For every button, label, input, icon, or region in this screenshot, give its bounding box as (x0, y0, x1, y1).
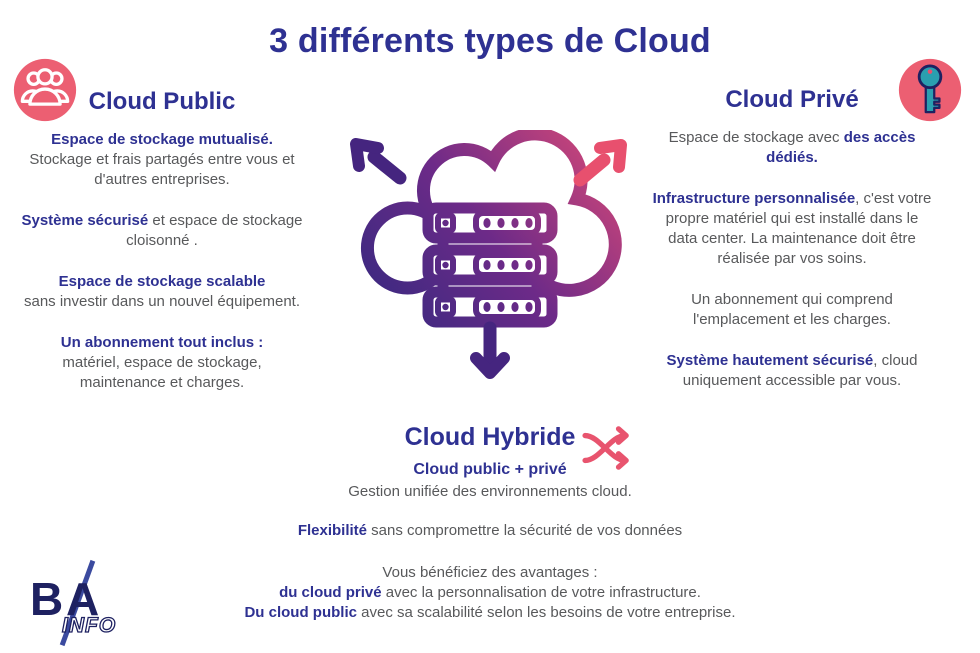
prive-p4-bold: Système hautement sécurisé (666, 352, 874, 369)
key-icon (897, 57, 963, 123)
logo-info-text: INFO (61, 613, 117, 637)
prive-p3-text: Un abonnement qui comprend l'emplacement… (691, 291, 893, 328)
section-cloud-public: Cloud Public Espace de stockage mutualis… (20, 88, 304, 414)
shuffle-arrows-icon (582, 426, 634, 470)
people-icon (12, 57, 78, 123)
avantages-l2-bold: Du cloud public (244, 604, 357, 621)
section-cloud-prive: Cloud Privé Espace de stockage avec des … (650, 86, 934, 412)
public-p4-text: matériel, espace de stockage, maintenanc… (62, 354, 262, 391)
logo-letter-a: A (66, 573, 100, 625)
cloud-servers-with-arrows-icon (340, 127, 640, 390)
hybride-flex-bold: Flexibilité (297, 522, 367, 539)
ba-info-logo: B A INFO (28, 556, 138, 651)
hybride-sub-text: Gestion unifiée des environnements cloud… (348, 483, 632, 500)
avantages-line-public: Du cloud public avec sa scalabilité selo… (0, 603, 980, 623)
public-p2-bold: Système sécurisé (21, 212, 149, 229)
hybride-flexibility-line: Flexibilité sans compromettre la sécurit… (0, 522, 980, 539)
public-paragraph-2: Système sécurisé et espace de stockage c… (20, 211, 304, 251)
cloud-public-heading: Cloud Public (88, 88, 236, 115)
avantages-l1-text: avec la personnalisation de votre infras… (381, 584, 701, 601)
public-paragraph-1: Espace de stockage mutualisé. Stockage et… (20, 130, 304, 190)
hybride-flex-text: sans compromettre la sécurité de vos don… (367, 522, 683, 539)
page-title: 3 différents types de Cloud (269, 22, 711, 60)
prive-paragraph-4: Système hautement sécurisé, cloud unique… (650, 351, 934, 391)
prive-p1-text: Espace de stockage avec (668, 129, 844, 146)
hybride-sub-bold: Cloud public + privé (413, 461, 567, 478)
avantages-line-prive: du cloud privé avec la personnalisation … (0, 583, 980, 603)
hybride-avantages-block: Vous bénéficiez des avantages : du cloud… (0, 563, 980, 623)
public-p2-text: et espace de stockage cloisonné . (126, 212, 303, 249)
cloud-prive-heading: Cloud Privé (725, 86, 859, 113)
prive-p2-text: , c'est votre propre matériel qui est in… (665, 190, 932, 267)
cloud-hybride-heading: Cloud Hybride (404, 423, 576, 451)
prive-paragraph-1: Espace de stockage avec des accès dédiés… (650, 128, 934, 168)
arrow-down (470, 321, 510, 379)
public-p3-bold: Espace de stockage scalable (58, 273, 266, 290)
avantages-intro: Vous bénéficiez des avantages : (382, 564, 598, 581)
prive-p1-bold: des accès dédiés. (766, 129, 916, 166)
public-p3-text: sans investir dans un nouvel équipement. (23, 293, 300, 310)
prive-paragraph-3: Un abonnement qui comprend l'emplacement… (650, 290, 934, 330)
public-p1-bold: Espace de stockage mutualisé. (51, 131, 273, 148)
public-paragraph-3: Espace de stockage scalable sans investir… (20, 272, 304, 312)
public-p4-bold: Un abonnement tout inclus : (60, 334, 264, 351)
arrow-up-left (350, 138, 407, 185)
logo-letter-b: B (30, 573, 64, 625)
prive-p2-bold: Infrastructure personnalisée (652, 190, 856, 207)
hybride-subtitle: Cloud public + privé Gestion unifiée des… (0, 459, 980, 503)
avantages-l2-text: avec sa scalabilité selon les besoins de… (356, 604, 736, 621)
arrow-up-right (573, 139, 627, 187)
prive-p4-text: , cloud uniquement accessible par vous. (682, 352, 918, 389)
prive-paragraph-2: Infrastructure personnalisée, c'est votr… (650, 189, 934, 269)
public-paragraph-4: Un abonnement tout inclus : matériel, esp… (20, 333, 304, 393)
avantages-l1-bold: du cloud privé (279, 584, 382, 601)
public-p1-text: Stockage et frais partagés entre vous et… (29, 151, 295, 188)
